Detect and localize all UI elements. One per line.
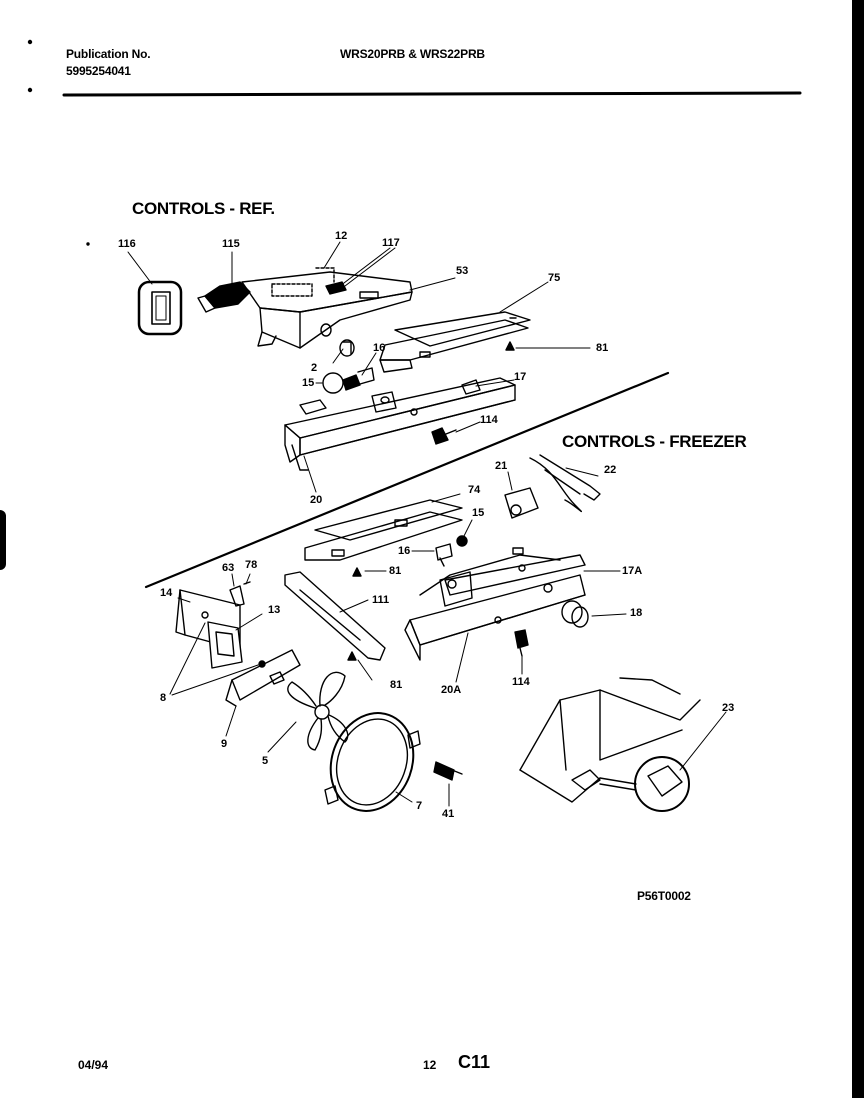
model-numbers: WRS20PRB & WRS22PRB	[340, 47, 485, 61]
fan-bracket-part	[175, 589, 243, 669]
ref-control-panel-part	[284, 377, 516, 471]
part-label: 115	[222, 238, 240, 250]
motor-bracket-part	[225, 649, 301, 707]
part-label: 18	[630, 607, 643, 619]
part-label: 53	[456, 265, 469, 277]
part-label: 5	[262, 755, 269, 767]
part-label: 81	[390, 679, 403, 691]
publication-label: Publication No.	[66, 47, 151, 61]
fan-shroud-part	[324, 712, 421, 812]
part-label: 16	[373, 342, 386, 354]
part-label: 74	[468, 484, 481, 496]
part-label: 16	[398, 545, 411, 557]
part-label: 114	[512, 676, 530, 688]
part-label: 81	[596, 342, 609, 354]
part-label: 13	[268, 604, 281, 616]
part-label: 15	[302, 377, 315, 389]
part-label: 22	[604, 464, 617, 476]
footer-date: 04/94	[78, 1058, 109, 1072]
header-rule	[62, 91, 802, 97]
footer-section-code: C11	[458, 1052, 491, 1072]
scan-border	[852, 0, 864, 1098]
cabinet-corner-part	[519, 677, 701, 812]
part-label: 116	[118, 238, 136, 250]
thermostat-part	[504, 454, 601, 519]
bulb-part	[322, 367, 375, 394]
diagram-code: P56T0002	[637, 889, 691, 903]
part-label: 114	[480, 414, 498, 426]
part-label: 75	[548, 272, 561, 284]
freezer-cover-part	[304, 499, 463, 561]
clip-part	[229, 581, 251, 607]
freezer-screw-part	[514, 629, 529, 657]
part-label: 21	[495, 460, 508, 472]
screw-part	[431, 427, 457, 445]
part-label: 41	[442, 808, 455, 820]
cover-plate-part	[379, 311, 531, 373]
freezer-control-panel-part	[404, 547, 586, 661]
light-socket-part	[197, 281, 251, 313]
footer-page-number: 12	[423, 1058, 437, 1072]
part-label: 81	[389, 565, 402, 577]
part-label: 23	[722, 702, 735, 714]
bulb-cover-part	[137, 280, 183, 336]
part-label: 63	[222, 562, 235, 574]
part-label: 14	[160, 587, 173, 599]
freezer-section-title: CONTROLS - FREEZER	[562, 432, 747, 451]
part-label: 8	[160, 692, 167, 704]
freezer-knob-part	[561, 600, 589, 628]
fan-blade-part	[287, 671, 349, 751]
ref-section-title: CONTROLS - REF.	[132, 199, 275, 218]
part-label: 15	[472, 507, 485, 519]
scan-mark	[0, 510, 6, 570]
section-divider	[144, 371, 670, 589]
part-label: 111	[372, 594, 390, 606]
shroud-screw-part	[433, 761, 463, 781]
part-label: 9	[221, 738, 228, 750]
part-label: 12	[335, 230, 348, 242]
part-label: 2	[311, 362, 318, 374]
part-label: 17	[514, 371, 527, 383]
freezer-bulb-part	[435, 535, 468, 567]
part-label: 20	[310, 494, 323, 506]
part-label: 7	[416, 800, 423, 812]
part-label: 17A	[622, 565, 643, 577]
bracket-part	[284, 571, 386, 661]
part-label: 117	[382, 237, 400, 249]
part-label: 78	[245, 559, 258, 571]
control-housing-part	[241, 267, 413, 349]
knob-part	[339, 339, 355, 357]
part-label: 20A	[441, 684, 462, 696]
publication-number: 5995254041	[66, 64, 131, 78]
